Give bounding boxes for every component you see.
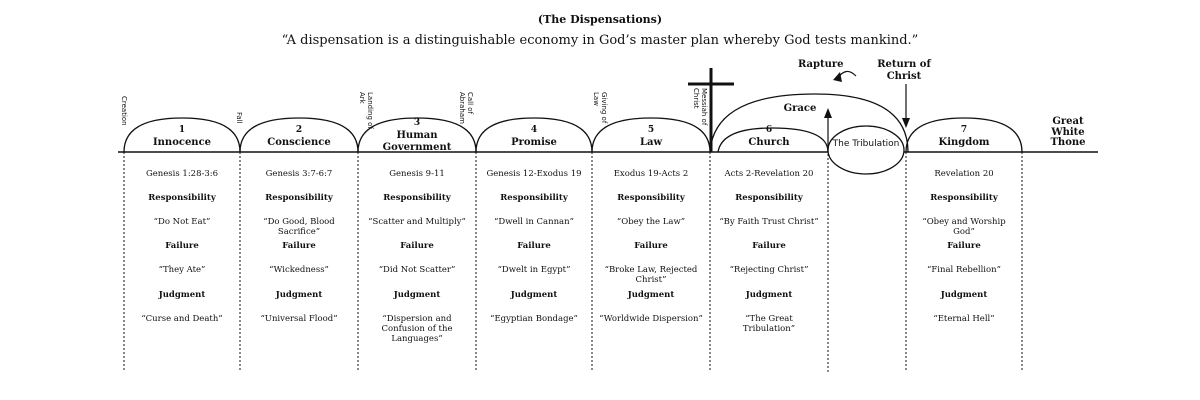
judgment-label: Judgment: [745, 290, 793, 300]
failure-value: “Rejecting Christ”: [729, 265, 809, 275]
judgment-value: “Worldwide Dispersion”: [599, 314, 703, 324]
dispensation-number: 3: [413, 118, 421, 128]
responsibility-value: “Scatter and Multiply”: [368, 217, 466, 227]
failure-value: “They Ate”: [158, 265, 206, 275]
judgment-label: Judgment: [510, 290, 558, 300]
definition-quote: “A dispensation is a distinguishable eco…: [281, 33, 919, 48]
judgment-label: Judgment: [627, 290, 675, 300]
responsibility-label: Responsibility: [148, 193, 216, 203]
responsibility-value: “Do Good, Blood Sacrifice”: [263, 217, 335, 237]
great-white-throne-label: Great White Thone: [1050, 116, 1086, 148]
failure-label: Failure: [517, 241, 551, 251]
marker-landing-of-ark: Landing of Ark: [358, 92, 374, 129]
responsibility-value: “Dwell in Cannan”: [494, 217, 574, 227]
arch-promise: [475, 117, 593, 153]
scripture-value: Genesis 12-Exodus 19: [486, 169, 582, 179]
page-title: (The Dispensations): [537, 13, 663, 26]
arch-kingdom: [905, 117, 1023, 153]
return-of-christ-label: Return of Christ: [877, 59, 931, 82]
failure-label: Failure: [634, 241, 668, 251]
grace-label: Grace: [783, 103, 817, 114]
scripture-value: Genesis 3:7-6:7: [265, 169, 333, 179]
arch-conscience: [239, 117, 359, 153]
scripture-value: Revelation 20: [934, 169, 994, 179]
failure-value: “Broke Law, Rejected Christ”: [604, 265, 698, 285]
arch-innocence: [123, 117, 241, 153]
dispensation-name-law: Law: [639, 137, 663, 148]
responsibility-label: Responsibility: [265, 193, 333, 203]
responsibility-value: “By Faith Trust Christ”: [719, 217, 819, 227]
scripture-value: Acts 2-Revelation 20: [724, 169, 814, 179]
arch-church: [717, 127, 829, 153]
responsibility-label: Responsibility: [735, 193, 803, 203]
marker-creation: Creation: [120, 96, 128, 126]
responsibility-value: “Obey the Law”: [616, 217, 686, 227]
rapture-arrowhead: [833, 72, 842, 82]
scripture-value: Genesis 1:28-3:6: [145, 169, 219, 179]
dispensation-name-kingdom: Kingdom: [938, 137, 990, 148]
responsibility-value: “Obey and Worship God”: [922, 217, 1006, 237]
arch-grace: [709, 93, 909, 153]
judgment-value: “Egyptian Bondage”: [490, 314, 578, 324]
dispensation-name-human-government: Human Government: [382, 130, 452, 153]
judgment-label: Judgment: [275, 290, 323, 300]
failure-value: “Wickedness”: [269, 265, 329, 275]
dispensation-name-conscience: Conscience: [267, 137, 331, 148]
dispensation-number: 1: [178, 125, 186, 135]
dispensation-name-church: Church: [748, 137, 790, 148]
scripture-value: Genesis 9-11: [389, 169, 445, 179]
failure-label: Failure: [947, 241, 981, 251]
responsibility-label: Responsibility: [617, 193, 685, 203]
failure-value: “Final Rebellion”: [927, 265, 1001, 275]
tribulation-circle: [827, 125, 905, 175]
responsibility-value: “Do Not Eat”: [153, 217, 211, 227]
judgment-label: Judgment: [940, 290, 988, 300]
judgment-label: Judgment: [393, 290, 441, 300]
responsibility-label: Responsibility: [500, 193, 568, 203]
failure-label: Failure: [752, 241, 786, 251]
tribulation-label: The Tribulation: [832, 139, 900, 149]
dispensation-number: 5: [647, 125, 655, 135]
marker-fall: Fall: [235, 112, 243, 124]
dispensation-number: 2: [295, 125, 303, 135]
dispensation-number: 7: [960, 125, 968, 135]
failure-label: Failure: [400, 241, 434, 251]
marker-call-of-abraham: Call of Abraham: [458, 92, 474, 124]
marker-giving-of-law: Giving of Law: [592, 92, 608, 124]
dispensation-number: 6: [765, 125, 773, 135]
responsibility-label: Responsibility: [383, 193, 451, 203]
judgment-label: Judgment: [158, 290, 206, 300]
failure-label: Failure: [165, 241, 199, 251]
dispensation-name-innocence: Innocence: [152, 137, 212, 148]
up-arrowhead: [824, 108, 832, 118]
arch-human-government: [357, 117, 477, 153]
failure-label: Failure: [282, 241, 316, 251]
scripture-value: Exodus 19-Acts 2: [613, 169, 689, 179]
marker-messiah-of-christ: Messiah of Christ: [692, 88, 708, 126]
judgment-value: “Universal Flood”: [260, 314, 338, 324]
rapture-label: Rapture: [798, 59, 844, 70]
judgment-value: “Curse and Death”: [141, 314, 223, 324]
judgment-value: “Eternal Hell”: [933, 314, 995, 324]
responsibility-label: Responsibility: [930, 193, 998, 203]
judgment-value: “Dispersion and Confusion of the Languag…: [381, 314, 453, 344]
return-arrowhead: [902, 118, 910, 128]
failure-value: “Dwelt in Egypt”: [497, 265, 571, 275]
dispensation-name-promise: Promise: [511, 137, 557, 148]
judgment-value: “The Great Tribulation”: [742, 314, 796, 334]
arch-law: [591, 117, 711, 153]
failure-value: “Did Not Scatter”: [378, 265, 456, 275]
dispensation-number: 4: [530, 125, 538, 135]
